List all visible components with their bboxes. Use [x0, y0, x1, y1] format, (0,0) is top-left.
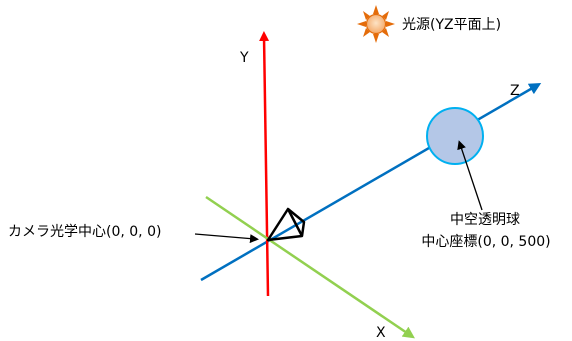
x-axis	[205, 195, 415, 339]
camera-frustum-icon	[266, 207, 306, 242]
z-axis-label: Z	[510, 83, 520, 99]
sphere-label-line2: 中心座標(0, 0, 500)	[421, 234, 550, 250]
camera-leader-line	[194, 233, 259, 244]
z-axis	[200, 82, 542, 282]
light-source-label: 光源(YZ平面上)	[402, 17, 501, 33]
sphere-label-line1: 中空透明球	[450, 212, 520, 228]
y-axis	[259, 31, 270, 297]
sphere-leader-line	[457, 140, 483, 211]
x-axis-label: X	[376, 325, 386, 341]
y-axis-label: Y	[239, 50, 249, 66]
sun-icon	[357, 5, 395, 43]
camera-center-label: カメラ光学中心(0, 0, 0)	[8, 224, 161, 240]
hollow-sphere	[426, 107, 484, 165]
